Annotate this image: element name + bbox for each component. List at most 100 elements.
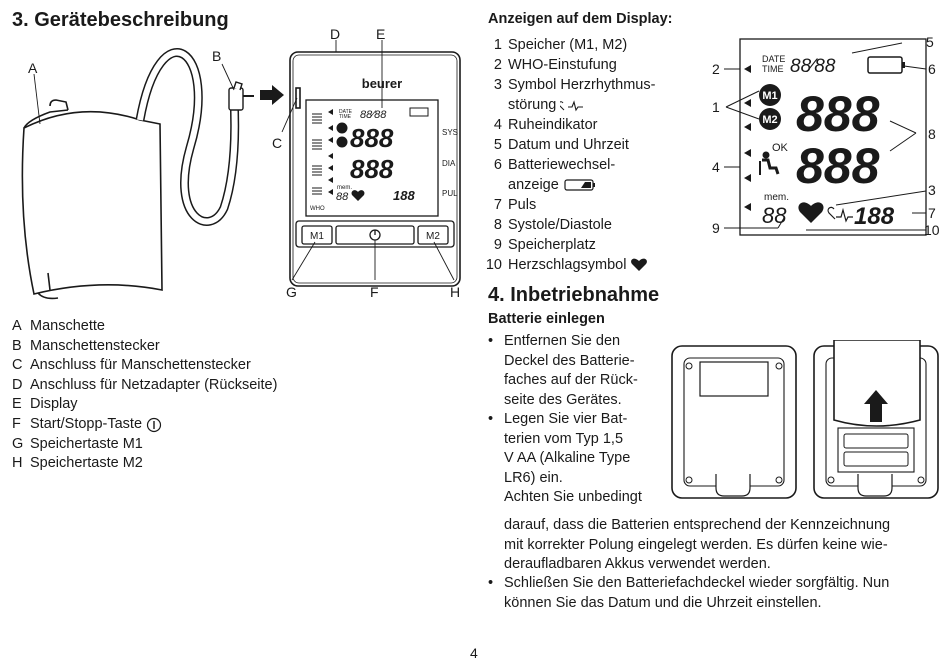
lcd-callout-8: 8 <box>928 126 936 142</box>
callout-a: A <box>28 60 38 76</box>
display-heading: Anzeigen auf dem Display: <box>488 11 673 27</box>
callout-g: G <box>286 284 297 300</box>
device-date-digits: 88⁄88 <box>360 109 387 121</box>
section-title-inbetriebnahme: 4. Inbetriebnahme <box>488 284 660 306</box>
lcd-arrows <box>744 65 751 211</box>
button-strip <box>295 220 455 248</box>
lcd-display-diagram: DATE TIME 88⁄88 M1 M2 888 888 OK mem. 88… <box>712 34 940 238</box>
lcd-date-digits: 88⁄88 <box>790 56 836 77</box>
lcd-callout-2: 2 <box>712 61 720 77</box>
cuff-drawing <box>21 99 163 300</box>
lcd-callout-5: 5 <box>926 34 934 50</box>
lcd-pulse-digits: 188 <box>854 203 895 230</box>
bullet-item: • Legen Sie vier Bat- terien vom Typ 1,5… <box>488 411 642 505</box>
lcd-callout-3: 3 <box>928 182 936 198</box>
device-time-label: TIME <box>339 114 352 120</box>
device-sys-label: SYS <box>442 128 458 137</box>
cuff-plug <box>228 81 254 111</box>
device-mem-digits: 88 <box>336 191 349 203</box>
button-m2-shape <box>417 225 449 245</box>
back-with-cover <box>671 345 797 499</box>
callout-d: D <box>330 28 340 42</box>
device-dia-digits: 888 <box>350 154 394 184</box>
device-sys-digits: 888 <box>350 123 394 153</box>
callout-c: C <box>272 135 282 151</box>
button-m1-label: M1 <box>310 231 324 242</box>
device-date-label: DATE <box>339 109 353 115</box>
lcd-mem-label: mem. <box>764 192 789 203</box>
lcd-callout-10: 10 <box>924 222 940 238</box>
callout-b: B <box>212 48 221 64</box>
lcd-m2-label: M2 <box>762 114 777 126</box>
rest-indicator-icon <box>759 151 780 175</box>
lcd-mem-digits: 88 <box>762 203 787 228</box>
lcd-arrhythmia-icon <box>827 206 853 223</box>
device-pul-label: PUL <box>442 189 458 198</box>
connect-arrow <box>260 85 284 105</box>
bullet-item: • Schließen Sie den Batteriefachdeckel w… <box>488 575 890 611</box>
power-icon <box>146 417 162 433</box>
device-who-label: WHO <box>310 206 325 212</box>
lcd-battery-icon <box>867 56 905 74</box>
device-dia-label: DIA <box>442 159 456 168</box>
section-title-geraetebeschreibung: 3. Gerätebeschreibung <box>12 9 229 31</box>
arrhythmia-icon <box>560 100 584 112</box>
heart-icon <box>631 258 648 271</box>
device-illustration: DATE TIME 88⁄88 888 888 mem. 88 188 SYS … <box>21 28 461 300</box>
lcd-dia-digits: 888 <box>796 138 880 194</box>
callout-lines <box>33 40 455 281</box>
device-mem-label: mem. <box>337 185 352 191</box>
instruction-bullet3: • Schließen Sie den Batteriefachdeckel w… <box>488 574 943 613</box>
lcd-callout-lines <box>724 42 927 231</box>
subtitle-batterie: Batterie einlegen <box>488 311 605 327</box>
button-m2-label: M2 <box>426 231 440 242</box>
lcd-callout-4: 4 <box>712 159 720 175</box>
lcd-frame <box>739 38 927 236</box>
callout-h: H <box>450 284 460 300</box>
lcd-m1-symbol <box>759 84 781 106</box>
lcd-callout-9: 9 <box>712 220 720 236</box>
battery-icon <box>564 179 595 191</box>
lcd-sys-digits: 888 <box>796 86 880 142</box>
lcd-time-label: TIME <box>762 64 784 74</box>
lcd-date-label: DATE <box>762 54 785 64</box>
page-number: 4 <box>470 645 478 661</box>
lcd-heart-icon <box>798 202 824 223</box>
slide-up-arrow <box>864 390 888 422</box>
list-item: anzeige <box>478 175 655 195</box>
lcd-callout-7: 7 <box>928 205 936 221</box>
lcd-m1-label: M1 <box>762 90 777 102</box>
callout-f: F <box>370 284 379 300</box>
instruction-bullet2-continued: darauf, dass die Batterien entsprechend … <box>504 517 891 572</box>
callout-e: E <box>376 28 385 42</box>
lcd-callout-6: 6 <box>928 61 936 77</box>
list-item: störung <box>478 95 655 115</box>
monitor-lcd <box>305 99 439 217</box>
battery-compartment-illustration <box>671 340 939 499</box>
device-pulse-digits: 188 <box>393 188 415 203</box>
lcd-m2-symbol <box>759 108 781 130</box>
bullet-item: • Entfernen Sie den Deckel des Batterie-… <box>488 333 638 408</box>
lcd-callout-1: 1 <box>712 99 720 115</box>
instruction-bullets-short: • Entfernen Sie den Deckel des Batterie-… <box>488 332 688 508</box>
